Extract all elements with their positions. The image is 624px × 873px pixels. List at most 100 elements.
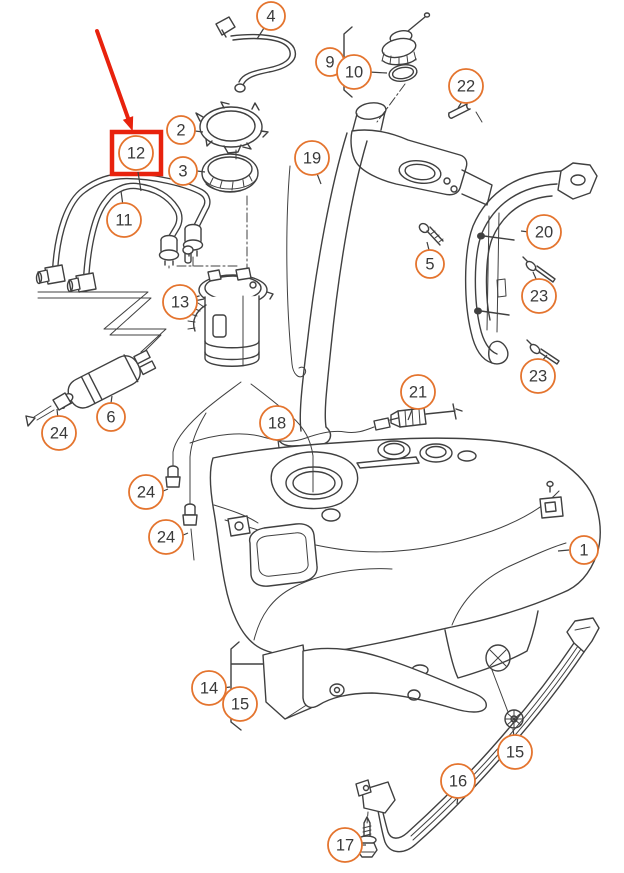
highlight-box: [109, 129, 164, 177]
callout-circle[interactable]: [96, 402, 126, 432]
callout-leader: [256, 27, 265, 40]
callout-circle[interactable]: [336, 54, 372, 90]
screw-5-drawing: [418, 222, 444, 246]
callout-circle[interactable]: [168, 156, 198, 186]
fuel-hoses-drawing: [35, 172, 241, 358]
callout-circle[interactable]: [448, 68, 484, 104]
shield-drawing: [464, 162, 598, 365]
callout-circle[interactable]: [521, 278, 557, 314]
callout-number: 15: [506, 744, 524, 762]
callout-circle[interactable]: [294, 140, 330, 176]
callout-11-8[interactable]: 11: [106, 190, 142, 238]
callout-number: 3: [178, 163, 187, 181]
callout-23-11[interactable]: 23: [521, 271, 557, 314]
clip-22-drawing: [448, 103, 483, 123]
callout-circle[interactable]: [440, 763, 476, 799]
callout-number: 10: [345, 64, 363, 82]
callout-circle[interactable]: [148, 519, 184, 555]
callout-14-21[interactable]: 14: [191, 670, 231, 706]
callout-circle[interactable]: [128, 474, 164, 510]
callout-number: 14: [200, 680, 218, 698]
callout-number: 5: [425, 256, 434, 274]
union-24c-drawing: [182, 503, 198, 526]
callout-23-13[interactable]: 23: [520, 354, 556, 394]
callout-circle[interactable]: [222, 686, 258, 722]
seal-drawing: [201, 149, 259, 273]
callout-leader: [137, 171, 142, 192]
vent-valve-drawing: [189, 403, 463, 444]
callout-circle[interactable]: [41, 415, 77, 451]
callout-12-5[interactable]: 12: [118, 135, 154, 192]
callout-circle[interactable]: [400, 374, 436, 410]
callout-19-6[interactable]: 19: [294, 140, 330, 185]
callout-15-23[interactable]: 15: [497, 728, 533, 770]
callout-number: 2: [176, 122, 185, 140]
union-24b-drawing: [165, 465, 181, 488]
callout-leader: [368, 71, 388, 74]
callout-number: 6: [106, 409, 115, 427]
callout-number: 24: [157, 529, 175, 547]
callout-3-7[interactable]: 3: [168, 156, 206, 186]
callout-circle[interactable]: [327, 827, 363, 863]
callout-circle[interactable]: [526, 214, 562, 250]
highlight-arrow: [95, 29, 130, 120]
lock-ring-drawing: [195, 101, 269, 154]
callout-number: 17: [336, 837, 354, 855]
callout-21-14[interactable]: 21: [400, 374, 436, 421]
callout-leader: [277, 439, 280, 449]
callout-20-9[interactable]: 20: [520, 214, 562, 250]
callout-circle[interactable]: [415, 249, 445, 279]
callout-leader: [426, 241, 430, 251]
callout-22-3[interactable]: 22: [448, 68, 484, 109]
callout-18-17[interactable]: 18: [259, 405, 295, 449]
callout-number: 24: [137, 484, 155, 502]
callout-4-0[interactable]: 4: [256, 1, 286, 40]
callout-circle[interactable]: [259, 405, 295, 441]
callout-number: 19: [303, 150, 321, 168]
callout-circle[interactable]: [162, 284, 198, 320]
callout-circle[interactable]: [191, 670, 227, 706]
callout-16-24[interactable]: 16: [440, 763, 476, 805]
callout-number: 22: [457, 78, 475, 96]
callout-circle[interactable]: [166, 115, 196, 145]
callout-number: 23: [530, 288, 548, 306]
callout-5-10[interactable]: 5: [415, 241, 445, 279]
callout-24-18[interactable]: 24: [128, 474, 169, 510]
callout-circle[interactable]: [569, 535, 599, 565]
callout-number: 24: [50, 425, 68, 443]
callout-circle[interactable]: [106, 202, 142, 238]
callout-10-2[interactable]: 10: [336, 54, 388, 90]
callout-number: 18: [268, 415, 286, 433]
callout-15-22[interactable]: 15: [222, 686, 258, 722]
callout-leader: [110, 395, 113, 404]
filler-pipe-drawing: [276, 83, 493, 447]
callout-leader: [557, 549, 570, 552]
callout-13-12[interactable]: 13: [162, 284, 205, 320]
callout-number: 4: [266, 8, 275, 26]
callout-number: 9: [325, 54, 334, 72]
callout-number: 15: [231, 696, 249, 714]
washer-screw-drawing: [491, 669, 524, 729]
breather-cable-drawing: [215, 16, 297, 93]
callout-circle[interactable]: [256, 1, 286, 31]
fuel-tank-drawing: [209, 437, 601, 679]
callout-circle[interactable]: [118, 135, 154, 171]
callout-number: 20: [535, 224, 553, 242]
callout-circle[interactable]: [497, 734, 533, 770]
callout-number: 11: [115, 212, 132, 230]
callout-leader: [194, 130, 204, 133]
tension-strap-drawing: [355, 617, 600, 858]
callout-number: 12: [127, 145, 145, 163]
callout-6-15[interactable]: 6: [96, 395, 126, 432]
callout-2-4[interactable]: 2: [166, 115, 204, 145]
callout-17-25[interactable]: 17: [327, 827, 366, 863]
callout-24-19[interactable]: 24: [148, 519, 189, 555]
bolt-23a-drawing: [522, 256, 556, 283]
callout-1-20[interactable]: 1: [557, 535, 599, 565]
callout-leader: [196, 170, 206, 173]
callout-circle[interactable]: [520, 358, 556, 394]
callout-24-16[interactable]: 24: [41, 408, 77, 451]
